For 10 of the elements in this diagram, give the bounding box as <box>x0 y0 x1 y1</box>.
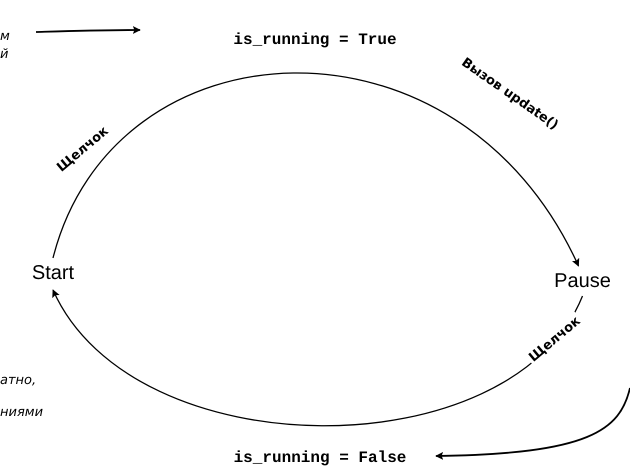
state-label: Pause <box>545 266 620 296</box>
state-label: Start <box>20 258 86 288</box>
transition-arrow <box>52 289 584 426</box>
hand-drawn-arrow <box>36 26 141 34</box>
note-text: атно, ниями <box>0 372 44 422</box>
note-text: м й <box>0 28 14 64</box>
code-label: is_running = False <box>208 446 432 470</box>
code-label: is_running = True <box>208 28 422 52</box>
hand-drawn-arrow <box>435 388 630 460</box>
transition-arrow <box>52 72 580 267</box>
